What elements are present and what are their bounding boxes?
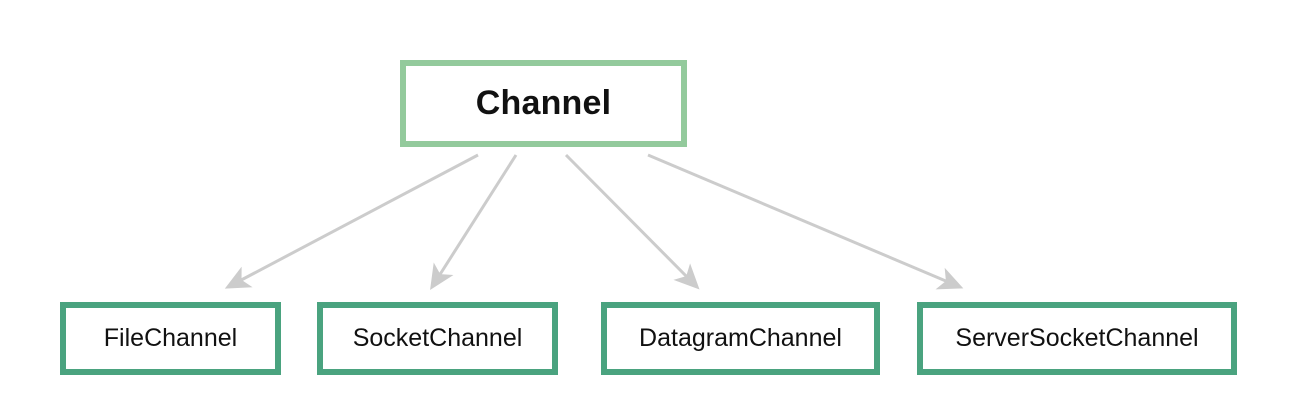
node-socketchannel-label: SocketChannel [352, 324, 523, 352]
node-channel-label: Channel [475, 84, 612, 122]
connector-to-serversocketchannel [647, 153, 964, 290]
connector-to-datagramchannel [564, 153, 700, 290]
node-channel: Channel [400, 60, 687, 147]
connector-to-socketchannel [430, 154, 518, 291]
node-filechannel: FileChannel [60, 302, 281, 375]
node-serversocketchannel: ServerSocketChannel [917, 302, 1237, 375]
node-socketchannel: SocketChannel [317, 302, 558, 375]
node-filechannel-label: FileChannel [103, 324, 238, 352]
node-serversocketchannel-label: ServerSocketChannel [955, 324, 1199, 352]
connector-to-filechannel [224, 153, 479, 289]
node-datagramchannel: DatagramChannel [601, 302, 880, 375]
node-datagramchannel-label: DatagramChannel [639, 324, 842, 352]
